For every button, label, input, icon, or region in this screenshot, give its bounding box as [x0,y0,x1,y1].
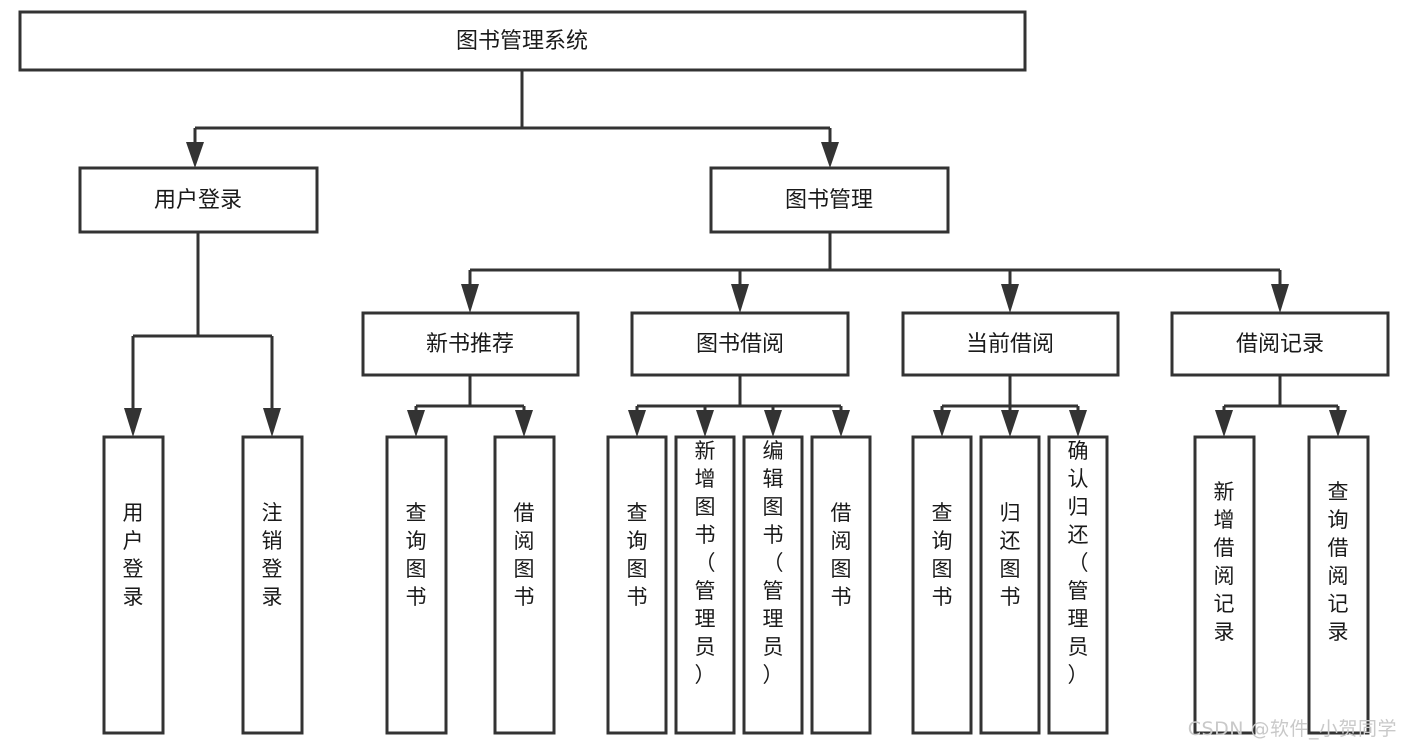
connector-group-root-to-level2 [186,70,839,168]
node-borrow-record-label: 借阅记录 [1236,332,1324,357]
leaf-br-add-record-label: 新增借阅记录 [1214,480,1235,644]
leaf-cb-query-book-label: 查询图书 [932,501,953,609]
leaf-cb-return-book-box [979,435,1041,735]
leaf-node-cb-return-book[interactable]: 归还图书 [979,435,1041,735]
connector-group-borrow-record-to-leaves [1215,375,1347,437]
node-root-book-management-system[interactable]: 图书管理系统 [18,10,1027,72]
arrow-head-book-borrow [731,284,749,313]
arrow-head-bb-leaf-1 [628,410,646,437]
leaf-bb-edit-book-box [742,435,804,735]
arrow-head-leaf-user-login [124,408,142,437]
node-book-management-box [709,166,950,234]
leaf-node-br-query-record[interactable]: 查询借阅记录 [1307,435,1370,735]
connector-group-user-login-to-leaves [124,232,281,437]
csdn-watermark: CSDN @软件_小贺同学 [1187,718,1397,740]
leaf-bb-add-book-box [674,435,736,735]
node-user-login[interactable]: 用户登录 [78,166,319,234]
leaf-node-nbr-borrow-book[interactable]: 借阅图书 [493,435,556,735]
arrow-head-cb-leaf-3 [1069,410,1087,437]
leaf-bb-borrow-book-box [810,435,872,735]
leaf-br-query-record-label: 查询借阅记录 [1328,480,1349,644]
leaf-nbr-query-book-label: 查询图书 [406,501,427,609]
arrow-head-bb-leaf-3 [764,410,782,437]
leaf-node-user-login[interactable]: 用户登录 [102,435,165,735]
connector-group-book-manage-to-level3 [461,232,1289,313]
leaf-nbr-query-book-box [385,435,448,735]
node-new-book-recommend[interactable]: 新书推荐 [361,311,580,377]
node-book-management-label: 图书管理 [785,188,873,213]
leaf-node-bb-edit-book[interactable]: 编辑图书（管理员） [742,435,804,735]
leaf-node-cb-confirm-return[interactable]: 确认归还（管理员） [1047,435,1109,735]
leaf-node-bb-query-book[interactable]: 查询图书 [606,435,668,735]
leaf-bb-borrow-book-label: 借阅图书 [831,501,852,609]
leaf-cb-confirm-return-box [1047,435,1109,735]
leaf-bb-query-book-label: 查询图书 [627,501,648,609]
leaf-nbr-borrow-book-label: 借阅图书 [514,501,535,609]
node-borrow-record-box [1170,311,1390,377]
leaf-br-add-record-box [1193,435,1256,735]
arrow-head-br-leaf-2 [1329,410,1347,437]
node-book-borrow-label: 图书借阅 [696,332,784,357]
leaf-node-cb-query-book[interactable]: 查询图书 [911,435,973,735]
leaf-cb-confirm-return-label: 确认归还（管理员） [1068,439,1089,687]
leaf-node-nbr-query-book[interactable]: 查询图书 [385,435,448,735]
node-new-book-recommend-label: 新书推荐 [426,332,514,357]
leaf-node-br-add-record[interactable]: 新增借阅记录 [1193,435,1256,735]
connector-group-current-borrow-to-leaves [933,375,1087,437]
arrow-head-cb-leaf-1 [933,410,951,437]
arrow-head-nbr-leaf-1 [407,410,425,437]
node-new-book-recommend-box [361,311,580,377]
arrow-head-user-login [186,142,204,168]
connector-group-book-borrow-to-leaves [628,375,850,437]
node-user-login-box [78,166,319,234]
node-current-borrow-label: 当前借阅 [966,332,1054,357]
node-root-label: 图书管理系统 [456,29,588,54]
arrow-head-book-manage [821,142,839,168]
node-current-borrow-box [901,311,1120,377]
leaf-node-logout[interactable]: 注销登录 [241,435,304,735]
leaf-user-login-label: 用户登录 [123,501,144,609]
leaf-node-bb-borrow-book[interactable]: 借阅图书 [810,435,872,735]
leaf-node-bb-add-book[interactable]: 新增图书（管理员） [674,435,736,735]
node-user-login-label: 用户登录 [154,188,242,213]
leaf-logout-label: 注销登录 [262,501,283,609]
arrow-head-current-borrow [1001,284,1019,313]
node-borrow-record[interactable]: 借阅记录 [1170,311,1390,377]
connector-group-new-book-recommend-to-leaves [407,375,533,437]
leaf-br-query-record-box [1307,435,1370,735]
node-current-borrow[interactable]: 当前借阅 [901,311,1120,377]
leaf-bb-add-book-label: 新增图书（管理员） [695,439,716,687]
arrow-head-br-leaf-1 [1215,410,1233,437]
arrow-head-bb-leaf-2 [696,410,714,437]
leaf-nbr-borrow-book-box [493,435,556,735]
arrow-head-new-book-recommend [461,284,479,313]
arrow-head-leaf-logout [263,408,281,437]
leaf-logout-box [241,435,304,735]
arrow-head-bb-leaf-4 [832,410,850,437]
leaf-cb-query-book-box [911,435,973,735]
arrow-head-borrow-record [1271,284,1289,313]
leaf-user-login-box [102,435,165,735]
node-book-borrow[interactable]: 图书借阅 [630,311,850,377]
leaf-bb-edit-book-label: 编辑图书（管理员） [763,439,784,687]
leaf-bb-query-book-box [606,435,668,735]
node-book-management[interactable]: 图书管理 [709,166,950,234]
leaf-cb-return-book-label: 归还图书 [1000,501,1021,609]
node-book-borrow-box [630,311,850,377]
arrow-head-nbr-leaf-2 [515,410,533,437]
node-root-box [18,10,1027,72]
arrow-head-cb-leaf-2 [1001,410,1019,437]
